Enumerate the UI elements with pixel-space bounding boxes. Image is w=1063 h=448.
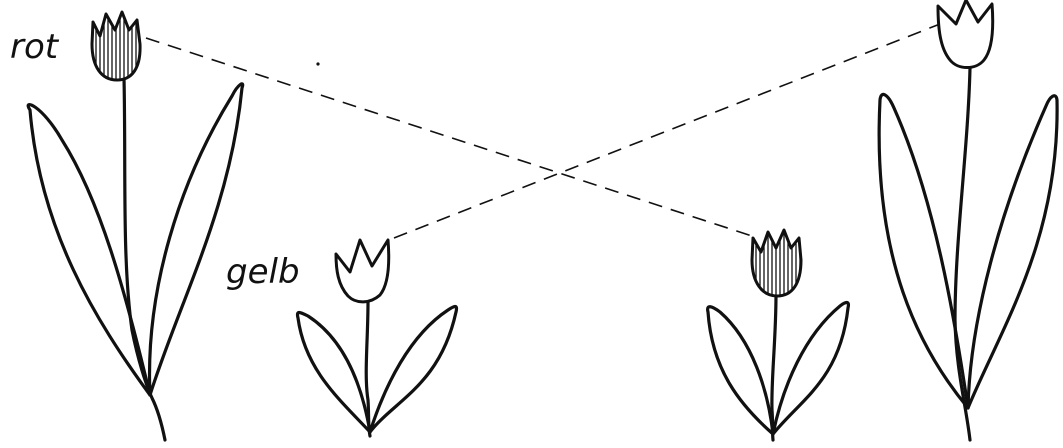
- cross-line-yellow: [394, 24, 940, 238]
- tall-red-tulip-bloom: [92, 10, 140, 82]
- short-yellow-tulip: [297, 240, 456, 436]
- short-red-tulip-bloom: [752, 226, 801, 298]
- label-rot: rot: [10, 27, 60, 67]
- tall-red-tulip: [28, 10, 243, 440]
- label-gelb: gelb: [226, 252, 300, 292]
- cross-line-red: [146, 38, 752, 236]
- short-red-tulip: [708, 226, 849, 440]
- tall-yellow-tulip-bloom: [938, 0, 993, 68]
- ink-speck: [316, 62, 319, 65]
- short-yellow-tulip-bloom: [336, 240, 389, 302]
- tall-yellow-tulip: [879, 0, 1057, 440]
